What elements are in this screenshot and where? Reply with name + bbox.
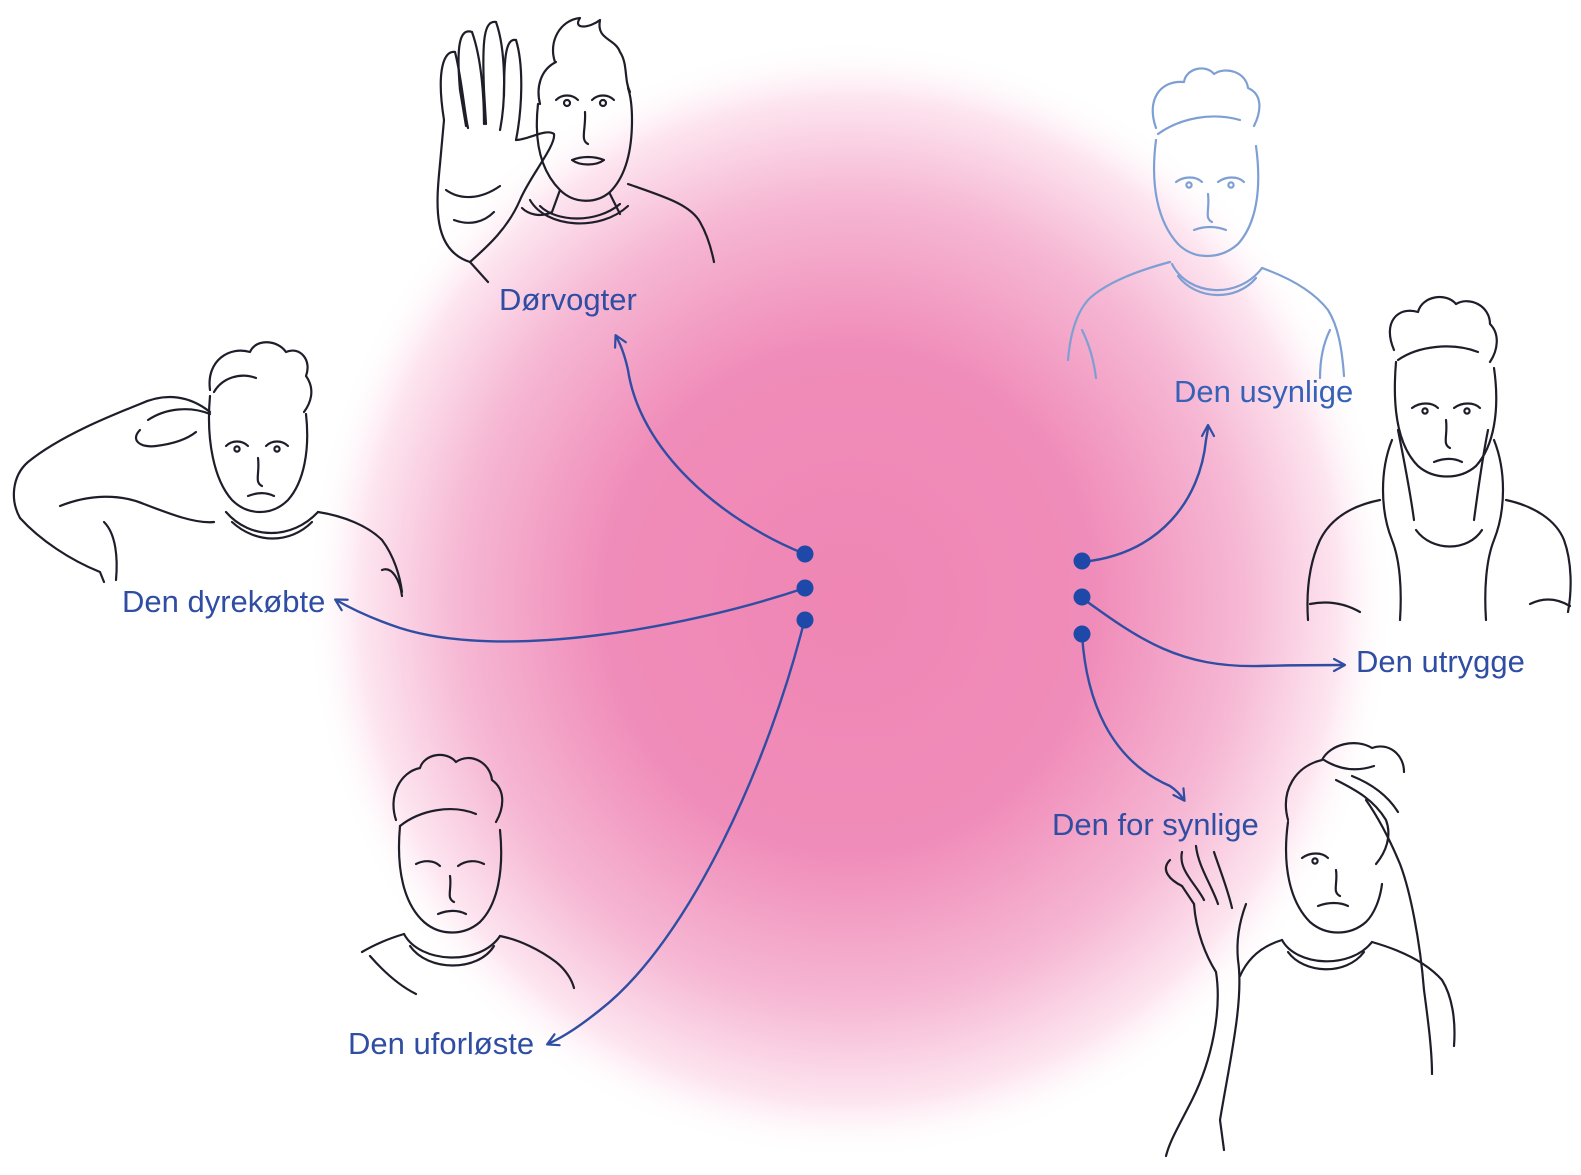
right-dot-middle (1074, 589, 1091, 606)
label-utrygge: Den utrygge (1356, 644, 1525, 679)
label-dorvogter: Dørvogter (499, 282, 637, 317)
left-dots-group (797, 546, 814, 629)
left-dot-top (797, 546, 814, 563)
pink-glow-background (305, 40, 1395, 1160)
label-for-synlige: Den for synlige (1052, 807, 1259, 842)
label-dyrekobte: Den dyrekøbte (122, 584, 325, 619)
right-dots-group (1074, 553, 1091, 643)
label-uforloste: Den uforløste (348, 1026, 534, 1061)
left-dot-bottom (797, 612, 814, 629)
right-dot-top (1074, 553, 1091, 570)
right-dot-bottom (1074, 626, 1091, 643)
left-dot-middle (797, 580, 814, 597)
label-usynlige: Den usynlige (1174, 374, 1353, 409)
